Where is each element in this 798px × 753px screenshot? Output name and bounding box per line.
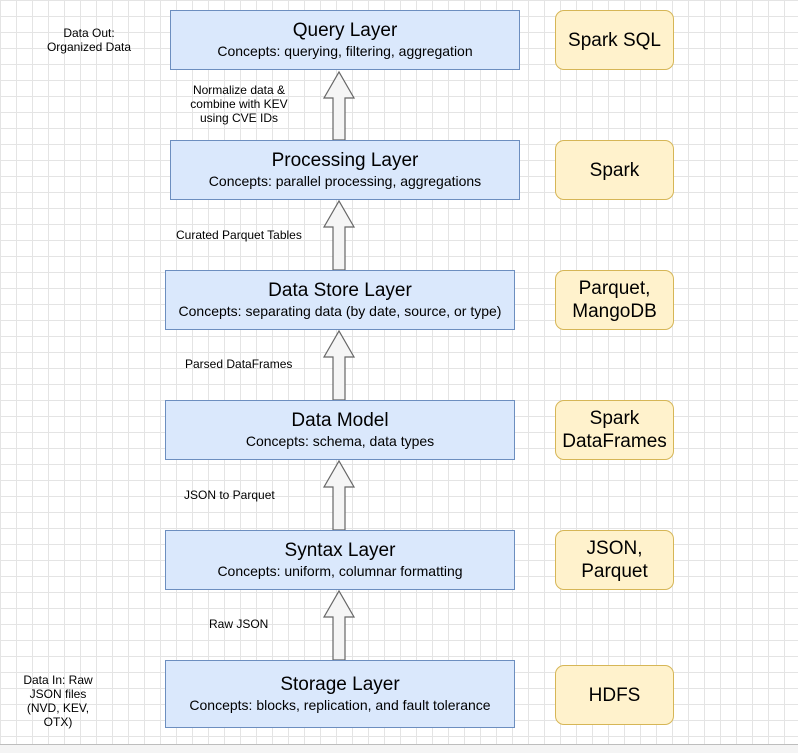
arrow-datamodel-to-datastore	[322, 329, 356, 401]
query-layer-concepts: Concepts: querying, filtering, aggregati…	[217, 43, 473, 59]
tech-datastore: Parquet, MangoDB	[555, 270, 674, 330]
label-datamodel-to-datastore: Parsed DataFrames	[185, 357, 293, 371]
syntax-layer-title: Syntax Layer	[284, 540, 396, 561]
syntax-layer-concepts: Concepts: uniform, columnar formatting	[217, 563, 463, 579]
label-datastore-to-processing: Curated Parquet Tables	[176, 228, 302, 242]
tech-processing: Spark	[555, 140, 674, 200]
arrow-processing-to-query	[322, 70, 356, 141]
datastore-layer-concepts: Concepts: separating data (by date, sour…	[178, 303, 502, 319]
arrow-syntax-to-datamodel	[322, 459, 356, 531]
processing-layer-title: Processing Layer	[271, 150, 419, 171]
label-processing-to-query: Normalize data & combine with KEV using …	[190, 83, 288, 125]
canvas-bottom-edge	[0, 744, 798, 753]
query-layer-box: Query Layer Concepts: querying, filterin…	[170, 10, 520, 70]
processing-layer-concepts: Concepts: parallel processing, aggregati…	[208, 173, 482, 189]
datastore-layer-box: Data Store Layer Concepts: separating da…	[165, 270, 515, 330]
label-syntax-to-datamodel: JSON to Parquet	[184, 488, 275, 502]
tech-storage: HDFS	[555, 665, 674, 725]
data-in-note: Data In: Raw JSON files (NVD, KEV, OTX)	[23, 673, 93, 729]
datastore-layer-title: Data Store Layer	[268, 280, 412, 301]
data-out-note: Data Out: Organized Data	[46, 26, 132, 54]
tech-datamodel: Spark DataFrames	[555, 400, 674, 460]
label-storage-to-syntax: Raw JSON	[209, 617, 269, 631]
storage-layer-concepts: Concepts: blocks, replication, and fault…	[189, 697, 491, 713]
datamodel-layer-box: Data Model Concepts: schema, data types	[165, 400, 515, 460]
syntax-layer-box: Syntax Layer Concepts: uniform, columnar…	[165, 530, 515, 590]
processing-layer-box: Processing Layer Concepts: parallel proc…	[170, 140, 520, 200]
storage-layer-box: Storage Layer Concepts: blocks, replicat…	[165, 660, 515, 728]
arrow-datastore-to-processing	[322, 199, 356, 271]
query-layer-title: Query Layer	[292, 20, 398, 41]
storage-layer-title: Storage Layer	[280, 674, 400, 695]
datamodel-layer-title: Data Model	[291, 410, 389, 431]
datamodel-layer-concepts: Concepts: schema, data types	[245, 433, 435, 449]
tech-syntax: JSON, Parquet	[555, 530, 674, 590]
tech-query: Spark SQL	[555, 10, 674, 70]
arrow-storage-to-syntax	[322, 589, 356, 661]
